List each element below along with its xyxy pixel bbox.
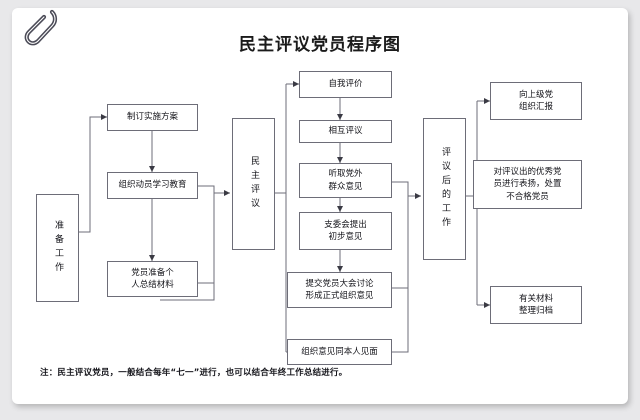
step-archive[interactable]: 有关材料 整理归档 xyxy=(490,286,582,324)
step-plan[interactable]: 制订实施方案 xyxy=(107,104,198,131)
step-summary-line-2: 人总结材料 xyxy=(131,280,174,290)
step-report-upward[interactable]: 向上级党 组织汇报 xyxy=(490,82,582,120)
step-report-upward-line-2: 组织汇报 xyxy=(518,102,553,112)
step-mobilize[interactable]: 组织动员学习教育 xyxy=(107,172,198,199)
step-summary[interactable]: 党员准备个 人总结材料 xyxy=(107,261,198,297)
step-branch-opinion-line-1: 支委会提出 xyxy=(324,219,367,230)
step-self-eval-line-1: 自我评价 xyxy=(328,79,363,90)
stage-preparation-label[interactable]: 准备工作 xyxy=(36,194,79,302)
step-outside-opinion-line-1: 听取党外 xyxy=(328,169,363,180)
step-assembly[interactable]: 提交党员大会讨论 形成正式组织意见 xyxy=(287,272,392,308)
stage-after-review-label[interactable]: 评议后的工作 xyxy=(423,118,466,260)
step-branch-opinion[interactable]: 支委会提出 初步意见 xyxy=(299,212,392,250)
step-commend-line-1: 对评议出的优秀党 xyxy=(493,167,562,178)
paperclip-icon xyxy=(24,9,58,46)
step-summary-line-1: 党员准备个 xyxy=(131,267,174,278)
step-commend-line-3: 不合格党员 xyxy=(506,191,549,202)
step-self-eval[interactable]: 自我评价 xyxy=(299,71,392,98)
step-archive-line-2: 整理归档 xyxy=(518,306,553,316)
step-report-upward-line-1: 向上级党 xyxy=(518,89,553,100)
step-archive-line-1: 有关材料 xyxy=(518,293,553,304)
step-mobilize-line-1: 组织动员学习教育 xyxy=(118,180,187,191)
step-plan-line-1: 制订实施方案 xyxy=(126,112,178,123)
footer-note: 注：民主评议党员，一般结合每年“七一”进行，也可以结合年终工作总结进行。 xyxy=(40,368,348,378)
stage-review-label[interactable]: 民主评议 xyxy=(232,118,275,250)
step-commend-line-2: 员进行表扬，处置 xyxy=(493,179,562,190)
step-feedback[interactable]: 组织意见同本人见面 xyxy=(287,339,392,365)
step-assembly-line-2: 形成正式组织意见 xyxy=(305,291,374,301)
step-branch-opinion-line-2: 初步意见 xyxy=(328,232,363,242)
step-assembly-line-1: 提交党员大会讨论 xyxy=(305,278,374,289)
step-feedback-line-1: 组织意见同本人见面 xyxy=(301,346,378,357)
step-outside-opinion-line-2: 群众意见 xyxy=(328,181,363,192)
step-mutual-eval[interactable]: 相互评议 xyxy=(299,120,392,143)
page-title: 民主评议党员程序图 xyxy=(239,35,401,55)
step-outside-opinion[interactable]: 听取党外 群众意见 xyxy=(299,163,392,198)
step-mutual-eval-line-1: 相互评议 xyxy=(328,126,363,137)
step-commend[interactable]: 对评议出的优秀党 员进行表扬，处置 不合格党员 xyxy=(473,160,582,209)
